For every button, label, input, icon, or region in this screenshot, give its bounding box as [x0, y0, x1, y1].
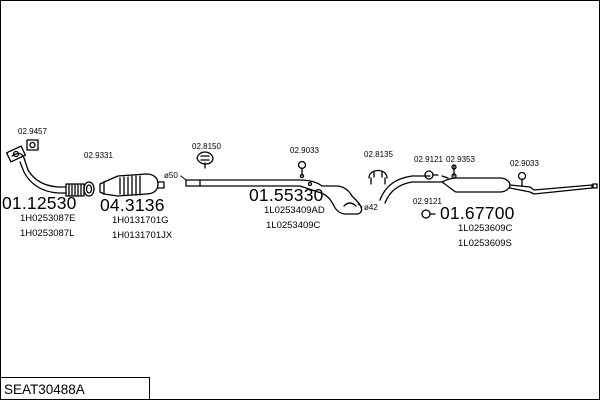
- diameter-label: ø42: [364, 203, 378, 212]
- catalytic-converter-icon: [99, 173, 165, 197]
- part-reference: 1H0253087E: [20, 213, 76, 224]
- part-reference: 1L0253609C: [458, 223, 513, 234]
- part-reference: 1L0253409AD: [264, 205, 325, 216]
- middle-silencer-icon: [185, 179, 363, 215]
- rear-silencer-icon: [429, 175, 598, 195]
- rubber-hanger-icon: [368, 169, 388, 185]
- part-reference: 1L0253609S: [458, 238, 512, 249]
- rubber-hanger-icon: [196, 151, 214, 169]
- part-reference: 1H0131701G: [112, 215, 169, 226]
- front-pipe-icon: [5, 145, 85, 197]
- kit-code-box: SEAT30488A: [0, 377, 150, 399]
- part-number: 01.67700: [440, 203, 515, 223]
- clamp-icon: [421, 209, 436, 219]
- accessory-label: 02.9033: [510, 159, 539, 168]
- part-reference: 1H0131701JX: [112, 230, 173, 241]
- rubber-hanger-icon: [451, 164, 457, 179]
- part-reference: 1L0253409C: [266, 220, 321, 231]
- exhaust-pipe-icon: [379, 175, 431, 204]
- part-number: 01.12530: [2, 193, 77, 213]
- accessory-label: 02.9331: [84, 151, 113, 160]
- accessory-label: 02.9033: [290, 146, 319, 155]
- accessory-label: 02.9457: [18, 127, 47, 136]
- part-number: 01.55330: [249, 185, 324, 205]
- accessory-label: 02.8150: [192, 142, 221, 151]
- part-number: 04.3136: [100, 195, 165, 215]
- kit-code: SEAT30488A: [4, 382, 85, 397]
- part-reference: 1H0253087L: [20, 228, 75, 239]
- rubber-hanger-icon: [297, 160, 307, 179]
- accessory-label: 02.9121: [414, 155, 443, 164]
- accessory-label: 02.8135: [364, 150, 393, 159]
- accessory-label: 02.9121: [413, 197, 442, 206]
- accessory-label: 02.9353: [446, 155, 475, 164]
- clamp-icon: [424, 170, 439, 180]
- ring-gasket-icon: [83, 181, 95, 197]
- rubber-hanger-icon: [517, 171, 527, 187]
- diameter-label: ø50: [164, 171, 178, 180]
- gasket-icon: [26, 139, 39, 151]
